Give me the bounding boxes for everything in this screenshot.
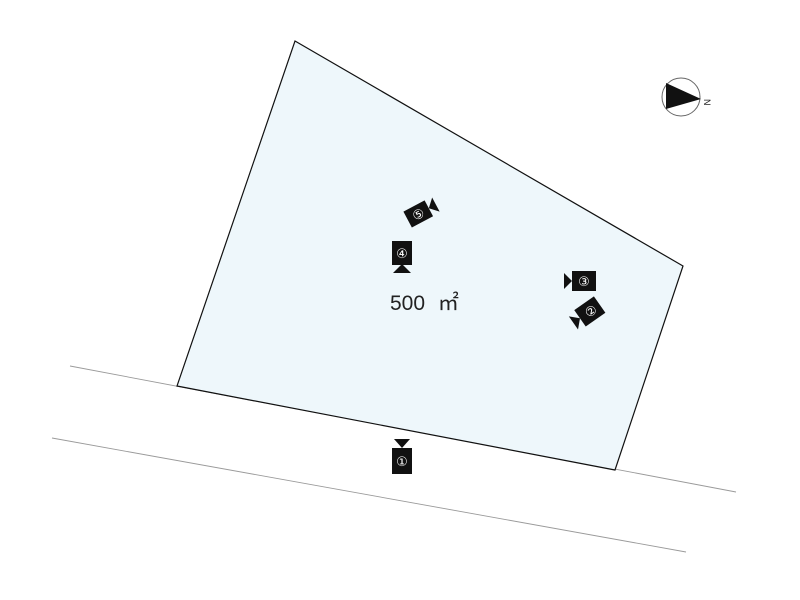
camera-2[interactable]: ② bbox=[568, 296, 606, 331]
camera-body-icon bbox=[392, 448, 412, 474]
camera-1-label: ① bbox=[396, 455, 408, 470]
area-unit: ㎡ bbox=[438, 291, 459, 315]
camera-lens-icon bbox=[393, 264, 411, 273]
camera-body-icon bbox=[574, 296, 606, 327]
camera-body-icon bbox=[392, 241, 412, 265]
area-value: 500 bbox=[390, 292, 425, 315]
camera-4[interactable]: ④ bbox=[392, 241, 412, 273]
area-label: 500 ㎡ bbox=[390, 291, 459, 315]
compass-needle-icon bbox=[666, 83, 701, 109]
camera-lens-icon bbox=[394, 439, 410, 448]
camera-body-icon bbox=[572, 271, 596, 291]
road-edge-lower bbox=[51, 437, 687, 553]
camera-5[interactable]: ⑤ bbox=[403, 197, 440, 228]
camera-3-label: ③ bbox=[578, 275, 590, 290]
lot-boundary bbox=[176, 40, 684, 471]
camera-lens-icon bbox=[428, 197, 440, 212]
camera-body-icon bbox=[403, 200, 434, 228]
camera-1[interactable]: ① bbox=[392, 439, 412, 474]
north-compass: N bbox=[661, 77, 712, 117]
camera-lens-icon bbox=[568, 316, 580, 330]
camera-lens-icon bbox=[564, 273, 572, 289]
camera-3[interactable]: ③ bbox=[564, 271, 596, 291]
compass-north-letter: N bbox=[702, 99, 712, 106]
camera-4-label: ④ bbox=[396, 247, 408, 262]
